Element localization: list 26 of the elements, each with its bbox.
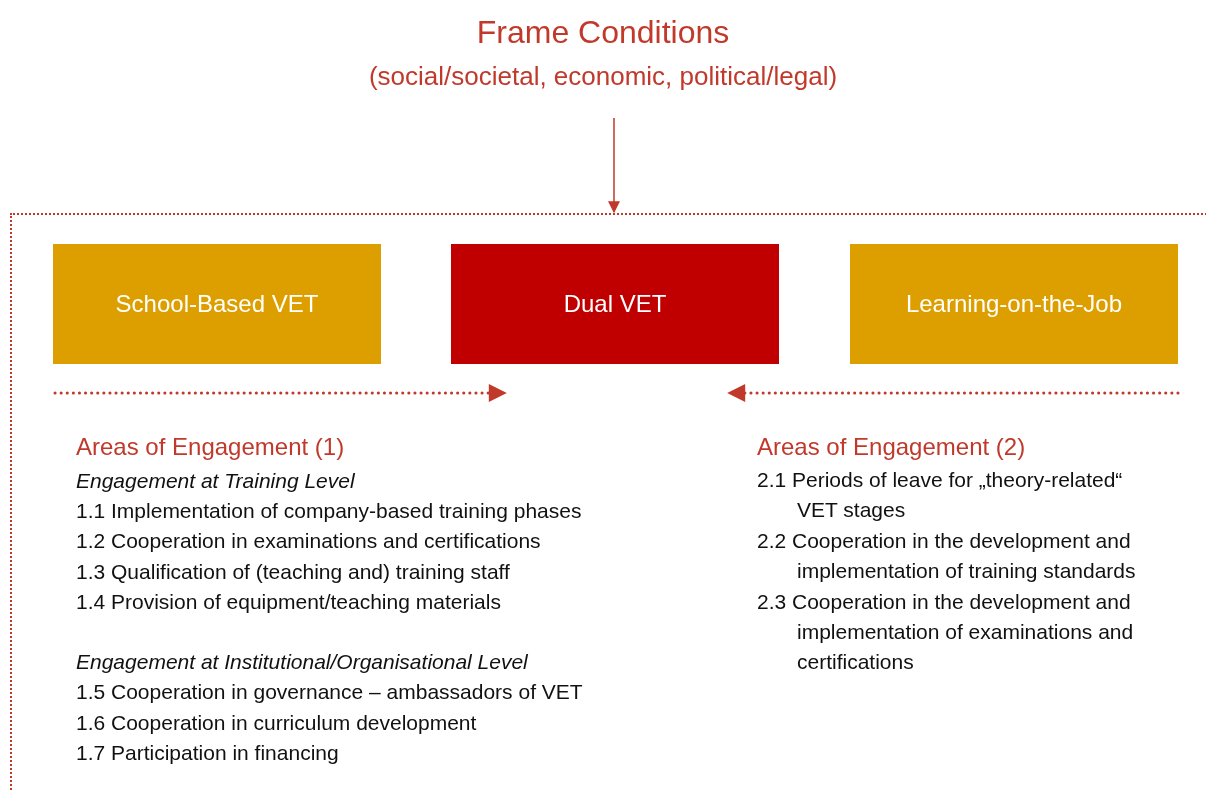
- list-item: 2.3 Cooperation in the development and implementation of examinations and certifications: [757, 589, 1135, 675]
- list-item: 1.2 Cooperation in examinations and certifications: [76, 528, 541, 554]
- list-item: 1.5 Cooperation in governance – ambassadors of VET: [76, 679, 583, 705]
- category-box: [53, 244, 381, 364]
- subtitle: (social/societal, economic, political/legal): [368, 60, 838, 93]
- dotted-arrow: [53, 384, 507, 402]
- box-label: School-Based VET: [115, 290, 319, 318]
- list-item: 2.1 Periods of leave for „theory-related“ VET stages: [757, 467, 1124, 523]
- list-item: 2.2 Cooperation in the development and implementation of training standards: [757, 528, 1137, 584]
- dotted-frame: [10, 213, 1206, 791]
- list-item: 1.1 Implementation of company-based training phases: [76, 498, 582, 524]
- category-box: [850, 244, 1178, 364]
- title: Frame Conditions: [476, 13, 730, 52]
- section-heading: Areas of Engagement (2): [757, 432, 1026, 462]
- list-item: 1.6 Cooperation in curriculum development: [76, 710, 477, 736]
- dotted-arrow: [727, 384, 1180, 402]
- list-item: 1.7 Participation in financing: [76, 740, 339, 766]
- arrow: [608, 117, 620, 214]
- section-heading: Areas of Engagement (1): [76, 432, 345, 462]
- category-box: [451, 244, 779, 364]
- list-item: 1.4 Provision of equipment/teaching materials: [76, 589, 501, 615]
- box-label: Learning-on-the-Job: [905, 290, 1123, 318]
- box-label: Dual VET: [563, 290, 667, 318]
- subheading: Engagement at Training Level: [76, 468, 355, 494]
- list-item: 1.3 Qualification of (teaching and) training staff: [76, 559, 510, 585]
- subheading: Engagement at Institutional/Organisational Level: [76, 649, 528, 675]
